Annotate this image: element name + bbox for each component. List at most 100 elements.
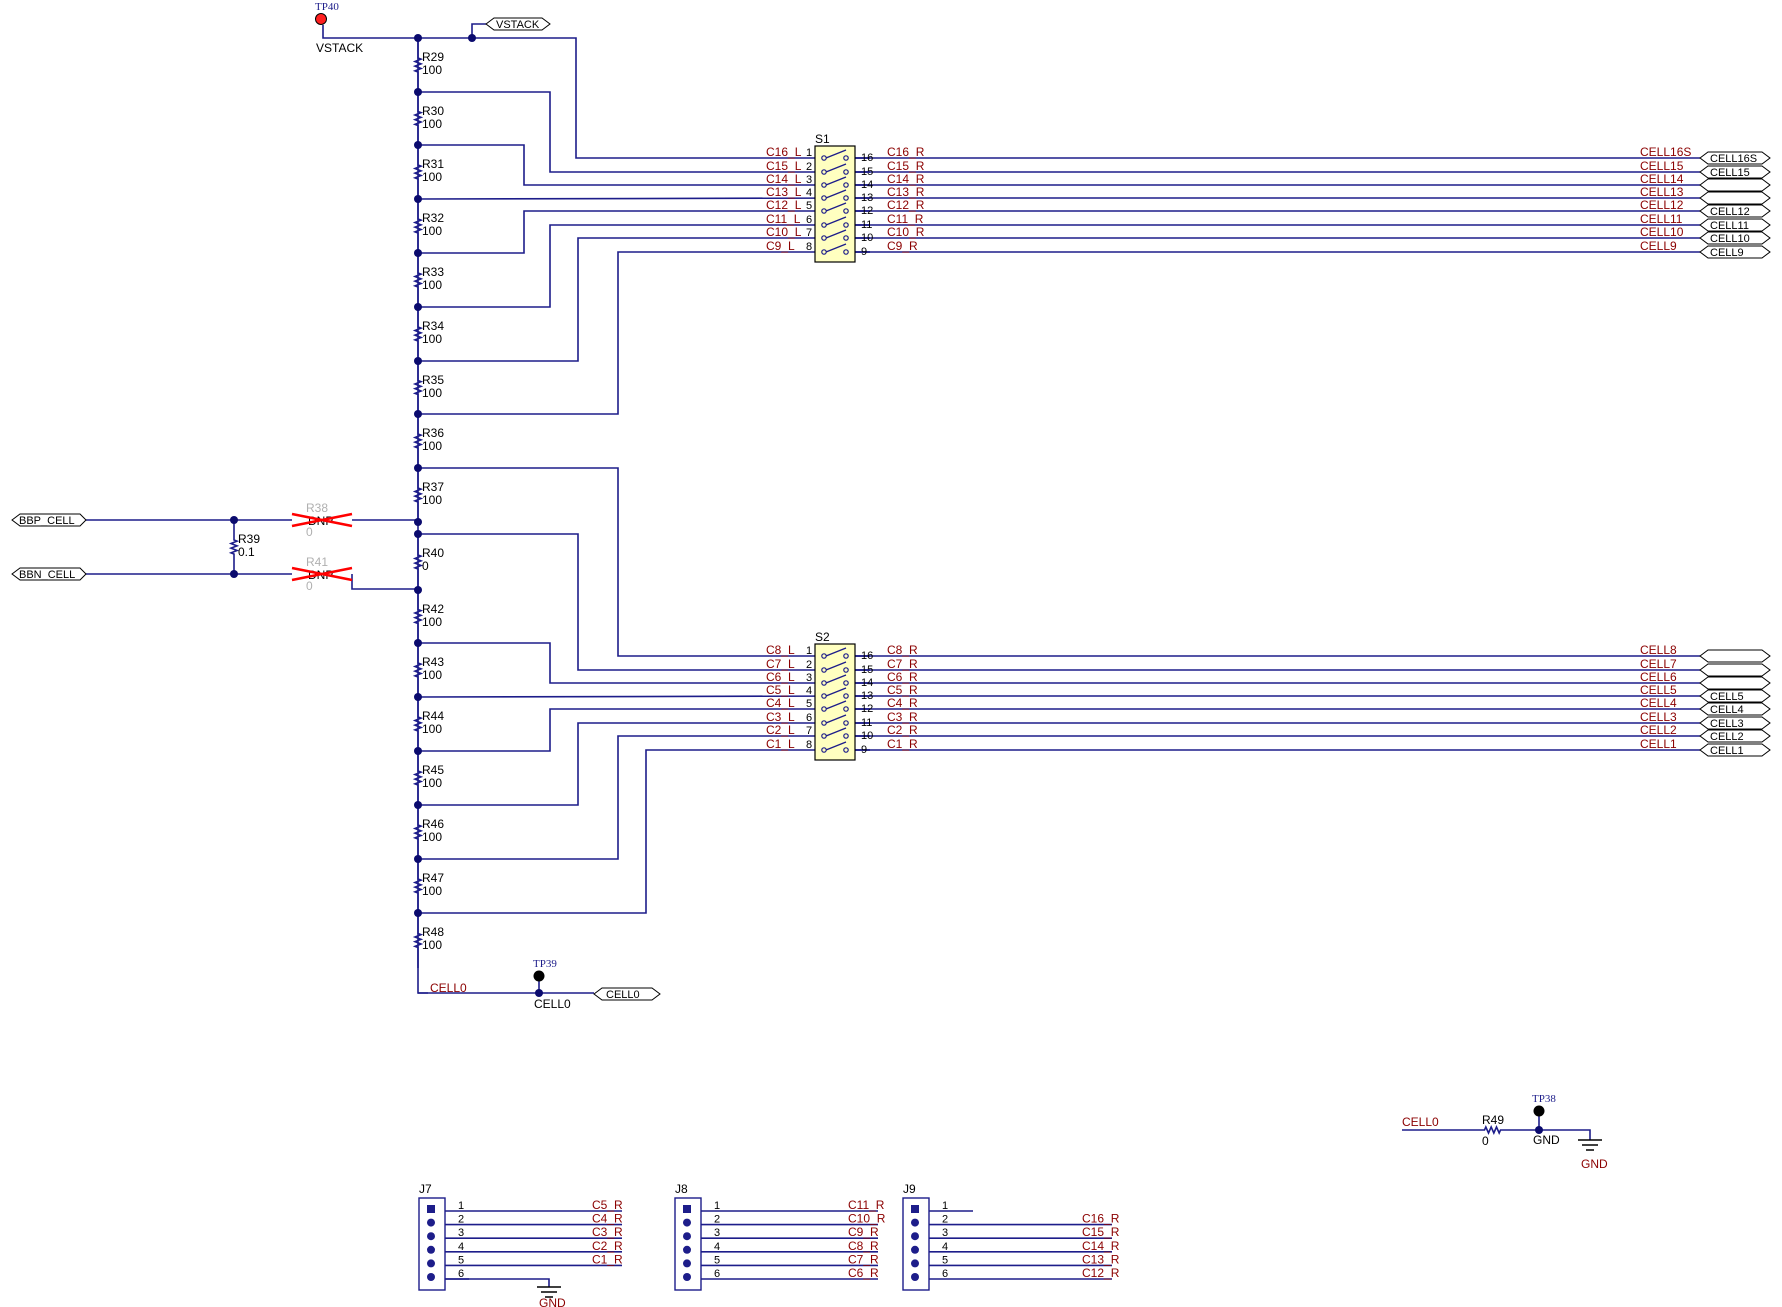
cell-flag — [1699, 151, 1771, 165]
resistor-symbol — [1475, 1125, 1510, 1135]
switch-left-net: C6_L — [766, 670, 795, 684]
wire — [418, 144, 870, 186]
resistor-symbol — [412, 859, 424, 913]
switch-right-pin: 12 — [861, 703, 873, 715]
junction-dot — [414, 464, 422, 472]
cell-flag-label: CELL15 — [1710, 167, 1750, 179]
switch-left-pin: 5 — [806, 698, 812, 710]
tp39-testpoint[interactable]: TP39 CELL0 — [533, 958, 571, 1011]
switch-left-net: C11_L — [766, 212, 801, 226]
vstack-flag-label: VSTACK — [496, 19, 540, 31]
pin-dot — [427, 1232, 435, 1241]
connector-pin-number: 5 — [714, 1254, 720, 1266]
switch-left-net: C1_L — [766, 737, 795, 751]
switch-contact-right — [843, 706, 849, 712]
junction-dot — [414, 586, 422, 594]
switch-contact-right — [843, 667, 849, 673]
cell-flag-label: CELL12 — [1710, 206, 1750, 218]
r38-dnp-resistor[interactable]: R38 0 DNP — [291, 501, 353, 539]
wire — [418, 467, 870, 657]
ladder-resistor-ref: R44 — [422, 709, 444, 723]
junction-dot — [414, 801, 422, 809]
switch-left-pin: 3 — [806, 174, 812, 186]
wire — [418, 642, 870, 684]
cell-flag-label: CELL5 — [1710, 691, 1744, 703]
junction-dot — [414, 303, 422, 311]
switch-left-pin: 2 — [806, 161, 812, 173]
wire — [418, 735, 870, 860]
tp38-testpoint[interactable]: TP38 GND — [1532, 1093, 1560, 1147]
wire — [418, 749, 870, 914]
r39-value: 0.1 — [238, 545, 255, 559]
resistor-symbol — [412, 643, 424, 697]
resistor-symbol — [412, 199, 424, 253]
pin-dot — [683, 1245, 691, 1254]
pin-dot — [683, 1218, 691, 1227]
bbp-cell-flag[interactable]: BBP_CELL — [11, 513, 87, 527]
ladder-resistor-value: 100 — [422, 776, 442, 790]
switch-left-pin: 1 — [806, 645, 812, 657]
switch-left-pin: 2 — [806, 659, 812, 671]
ladder-resistor-value: 100 — [422, 668, 442, 682]
tp40-testpoint[interactable]: TP40 VSTACK — [315, 1, 363, 55]
connector-pin-number: 4 — [714, 1241, 720, 1253]
wire — [471, 23, 486, 38]
vstack-flag[interactable]: VSTACK — [485, 17, 551, 31]
s2-ref: S2 — [815, 630, 830, 644]
r39-ref: R39 — [238, 532, 260, 546]
ladder-resistor-ref: R33 — [422, 265, 444, 279]
cell0-flag[interactable]: CELL0 — [593, 987, 661, 1001]
connector-pin-net: C2_R — [592, 1239, 623, 1253]
pin-dot — [427, 1218, 435, 1227]
switch-left-net: C9_L — [766, 239, 795, 253]
switch-left-net: C8_L — [766, 643, 795, 657]
junction-dot — [414, 909, 422, 917]
junction-dot — [414, 693, 422, 701]
cell-flag-label: CELL11 — [1710, 220, 1749, 232]
switch-right-net: C5_R — [887, 683, 918, 697]
pin1-square — [683, 1205, 691, 1213]
switch-lever — [825, 647, 847, 657]
switch-lever — [825, 149, 847, 159]
ladder-resistor-ref: R29 — [422, 50, 444, 64]
ladder-resistor-value: 100 — [422, 332, 442, 346]
cell-flag-label: CELL2 — [1710, 731, 1744, 743]
switch-lever — [825, 202, 847, 212]
pin-dot — [427, 1259, 435, 1268]
ladder-resistor-value: 100 — [422, 117, 442, 131]
switch-contact-right — [843, 747, 849, 753]
wire — [418, 251, 870, 415]
gnd-symbol — [1578, 1139, 1602, 1151]
resistor-symbol — [412, 590, 424, 643]
cell-net-label: CELL2 — [1640, 723, 1677, 737]
bbn-cell-flag[interactable]: BBN_CELL — [11, 567, 87, 581]
switch-left-pin: 7 — [806, 725, 812, 737]
r41-dnp-resistor[interactable]: R41 0 DNP — [291, 555, 353, 593]
switch-lever — [825, 189, 847, 199]
pin-dot — [911, 1232, 919, 1241]
r41-dnp-cross — [291, 566, 353, 582]
cell-net-label: CELL6 — [1640, 670, 1677, 684]
cell0-net-label: CELL0 — [430, 981, 467, 995]
cell-flag-label: CELL10 — [1710, 233, 1750, 245]
ladder-resistor-ref: R43 — [422, 655, 444, 669]
wire — [418, 91, 870, 173]
ladder-resistor-ref: R31 — [422, 157, 444, 171]
switch-left-pin: 1 — [806, 147, 812, 159]
tp38-net-label: GND — [1533, 1133, 1560, 1147]
switch-right-net: C10_R — [887, 225, 925, 239]
wire — [322, 25, 870, 159]
switch-left-pin: 4 — [806, 187, 812, 199]
ladder-resistor-ref: R40 — [422, 546, 444, 560]
junction-dot — [414, 855, 422, 863]
switch-contact-right — [843, 182, 849, 188]
pin-dot — [911, 1273, 919, 1281]
r38-dnp-cross — [291, 512, 353, 528]
switch-contact-right — [843, 208, 849, 214]
connector-pin-number: 2 — [714, 1214, 720, 1226]
